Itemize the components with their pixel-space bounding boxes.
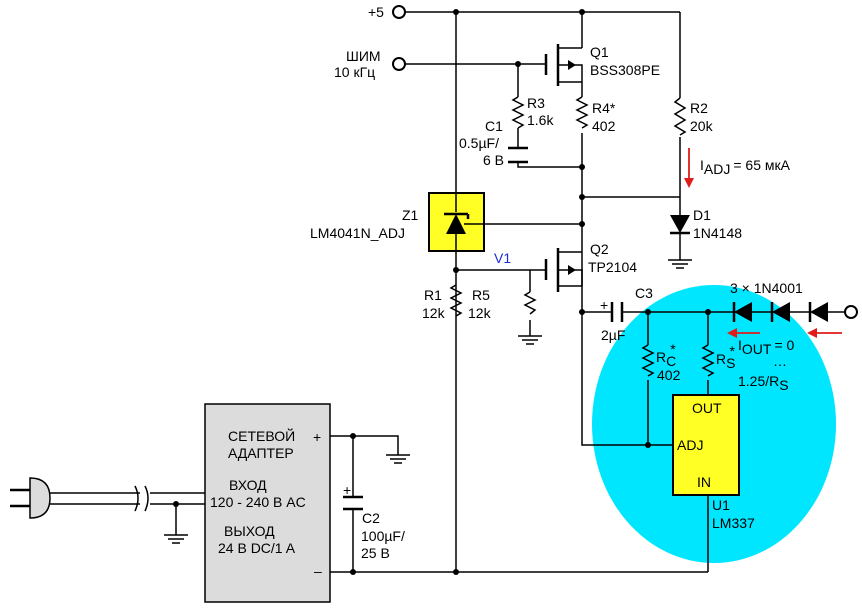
- adapter-line3: ВХОД: [229, 477, 267, 493]
- r3-ref: R3: [527, 95, 545, 111]
- adapter-line6: 24 В DC/1 A: [218, 540, 296, 556]
- u1-adj-pin: ADJ: [677, 437, 703, 453]
- output-terminal: [844, 305, 858, 319]
- u1-in-pin: IN: [697, 474, 711, 490]
- u1-out-pin: OUT: [692, 400, 722, 416]
- q1-transistor: [544, 44, 583, 86]
- r3-value: 1.6k: [527, 112, 554, 128]
- rs-label: RS*: [716, 343, 735, 371]
- z1-zener: [444, 195, 484, 251]
- adapter-line1: СЕТЕВОЙ: [228, 427, 295, 444]
- r4-ref: R4*: [592, 100, 616, 116]
- u1-ref: U1: [712, 497, 730, 513]
- r1-value: 12k: [422, 305, 446, 321]
- ac-adapter-box: [204, 403, 331, 603]
- z1-ref: Z1: [402, 207, 419, 223]
- r5-ref: R5: [472, 287, 490, 303]
- rs-resistor: [701, 344, 715, 377]
- plus5-terminal: [392, 5, 406, 19]
- ground-symbols: [164, 252, 692, 544]
- c2-polarity: +: [343, 482, 351, 498]
- iadj-label: IADJ= 65 мкА: [700, 157, 791, 177]
- adapter-line4: 120 - 240 В AC: [210, 494, 306, 510]
- r1-resistor: [449, 284, 463, 317]
- c1-value2: 6 В: [483, 152, 504, 168]
- d1-diode: [670, 215, 690, 235]
- c3-ref: C3: [635, 285, 653, 301]
- iout-max: 1.25/RS: [738, 373, 789, 393]
- c2-value2: 25 В: [361, 545, 390, 561]
- iout-dots: …: [773, 353, 787, 369]
- q2-transistor: [544, 248, 583, 292]
- r5-resistor: [523, 291, 537, 315]
- r2-resistor: [673, 97, 687, 136]
- c1-capacitor: [508, 146, 528, 164]
- wires: [50, 11, 846, 573]
- r4-resistor: [575, 96, 589, 129]
- u1-part: LM337: [712, 515, 755, 531]
- z1-part: LM4041N_ADJ: [310, 225, 405, 241]
- q2-ref: Q2: [590, 241, 609, 257]
- c1-value1: 0.5µF/: [459, 135, 499, 151]
- pwm-label: ШИМ: [346, 48, 381, 64]
- pwm-terminal: [392, 57, 406, 71]
- rc-label: RC*: [656, 341, 676, 369]
- adapter-plus: +: [313, 429, 321, 445]
- q2-part: TP2104: [588, 259, 637, 275]
- current-arrows: [684, 148, 842, 338]
- iout-label: IOUT= 0: [738, 337, 795, 357]
- u1-chip: [672, 394, 740, 496]
- c2-ref: C2: [362, 510, 380, 526]
- c3-value: 2µF: [601, 327, 625, 343]
- c2-capacitor: [343, 495, 363, 511]
- r4-value: 402: [592, 118, 616, 134]
- diodes-label: 3 × 1N4001: [730, 280, 803, 296]
- d1-ref: D1: [693, 207, 711, 223]
- c2-value1: 100µF/: [361, 528, 405, 544]
- adapter-minus: –: [314, 563, 322, 579]
- c3-polarity: +: [600, 297, 608, 313]
- d1-part: 1N4148: [693, 225, 742, 241]
- r1-ref: R1: [424, 287, 442, 303]
- junction-dots: [173, 9, 711, 575]
- v1-node-label: V1: [494, 250, 511, 266]
- mains-plug: [10, 477, 51, 519]
- r5-value: 12k: [468, 305, 492, 321]
- rc-resistor: [641, 344, 655, 377]
- q1-part: BSS308PE: [590, 62, 660, 78]
- rc-value: 402: [657, 367, 681, 383]
- q1-ref: Q1: [590, 44, 609, 60]
- adapter-line5: ВЫХОД: [224, 523, 275, 539]
- plus5-label: +5: [368, 4, 384, 20]
- pwm-freq-label: 10 кГц: [334, 64, 375, 80]
- series-diodes: [732, 302, 828, 322]
- r2-ref: R2: [690, 100, 708, 116]
- adapter-line2: АДАПТЕР: [228, 445, 294, 461]
- r2-value: 20k: [690, 118, 714, 134]
- r3-resistor: [511, 96, 525, 129]
- c1-ref: C1: [485, 118, 503, 134]
- c3-capacitor: [610, 302, 624, 322]
